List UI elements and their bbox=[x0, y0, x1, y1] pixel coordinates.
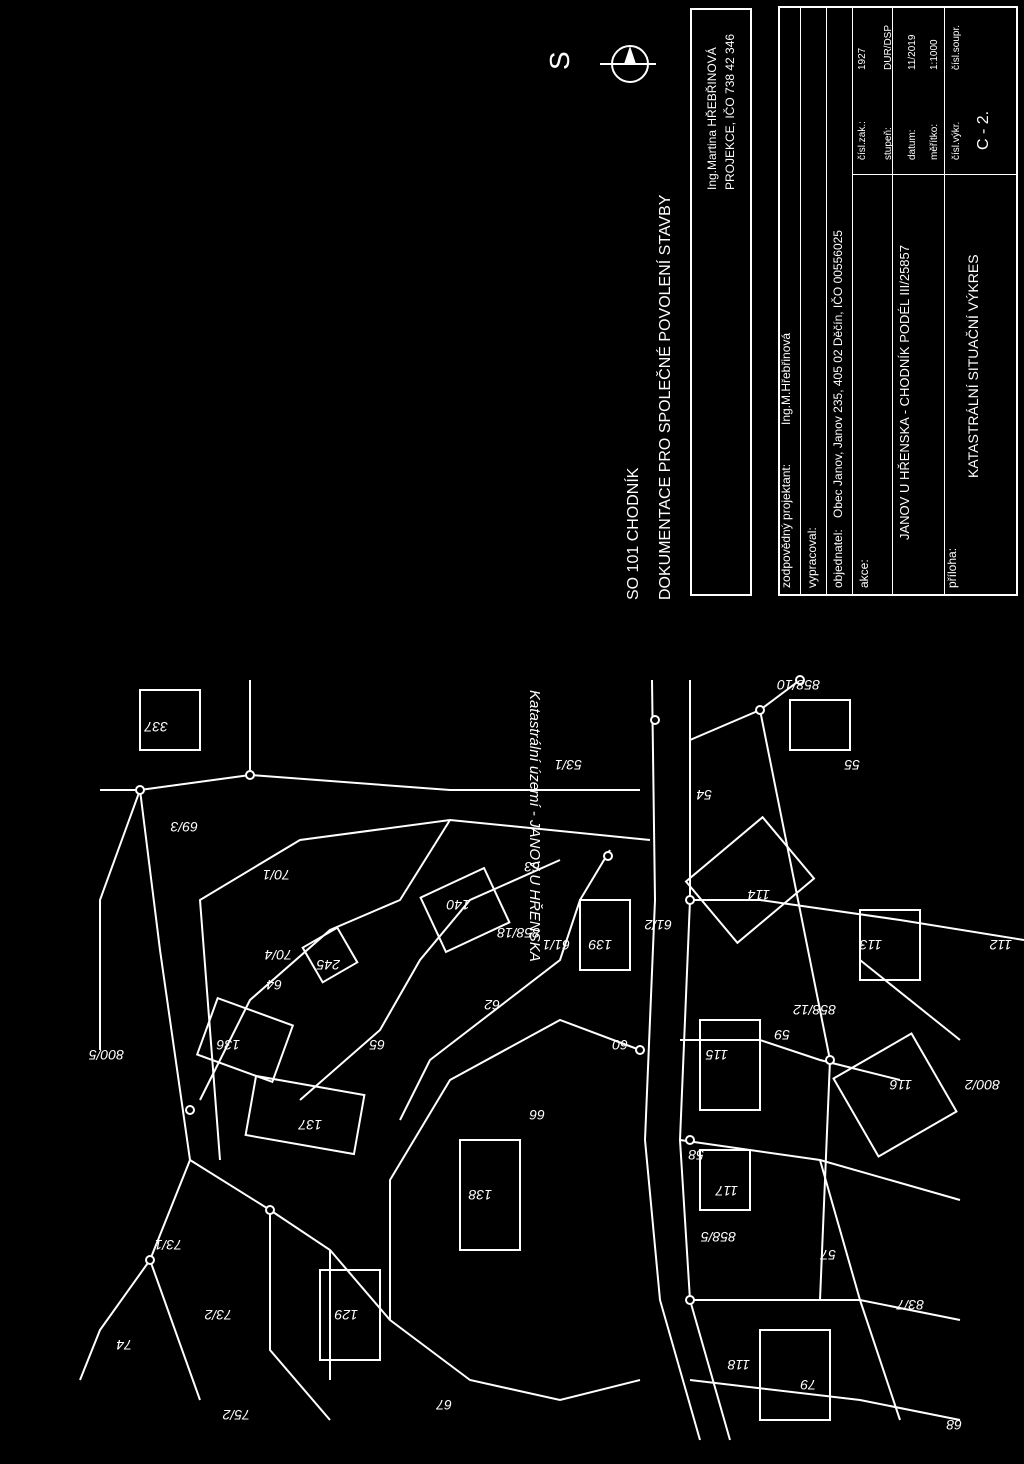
north-arrow-icon bbox=[600, 45, 656, 83]
parcel-number: 117 bbox=[714, 1183, 738, 1199]
parcel-number: 858/12 bbox=[793, 1002, 836, 1018]
parcel-number: 114 bbox=[747, 887, 770, 903]
parcel-number: 858/10 bbox=[777, 677, 820, 693]
parcel-number: 70/1 bbox=[263, 867, 290, 883]
responsible-label: zodpovědný projektant: bbox=[779, 463, 793, 588]
action-value: JANOV U HŘENSKA - CHODNÍK PODÉL III/2585… bbox=[897, 245, 912, 540]
drawing-number: C - 2. bbox=[975, 110, 992, 150]
parcel-number: 65 bbox=[369, 1037, 385, 1053]
project-subtitle: DOKUMENTACE PRO SPOLEČNÉ POVOLENÍ STAVBY bbox=[657, 194, 674, 600]
firm-id: PROJEKCE, IČO 738 42 346 bbox=[723, 33, 737, 190]
parcel-number: 800/5 bbox=[89, 1047, 124, 1063]
meta-value-job: 1927 bbox=[857, 47, 868, 70]
meta-value-stage: DUR/DSP bbox=[883, 24, 894, 70]
parcel-number: 53/1 bbox=[555, 757, 582, 773]
meta-label-scale: měřítko: bbox=[929, 123, 940, 160]
meta-value-set: čísl.soupr. bbox=[951, 24, 962, 70]
parcel-number: 61/1 bbox=[543, 937, 570, 953]
client-value: Obec Janov, Janov 235, 405 02 Děčín, IČO… bbox=[831, 230, 845, 518]
parcel-number: 337 bbox=[143, 719, 168, 735]
cadastre-label: Katastrální území - JANOV U HŘENSKA bbox=[526, 690, 543, 962]
parcel-number: 58 bbox=[688, 1147, 704, 1163]
parcel-number: 115 bbox=[705, 1047, 728, 1063]
attachment-label: příloha: bbox=[945, 547, 959, 588]
parcel-number: 75/2 bbox=[223, 1407, 250, 1423]
parcel-number: 57 bbox=[819, 1247, 836, 1263]
parcel-number: 139 bbox=[588, 937, 612, 953]
parcel-number: 67 bbox=[435, 1397, 452, 1413]
parcel-number: 136 bbox=[216, 1037, 240, 1053]
meta-label-job: čísl.zak.: bbox=[857, 121, 868, 160]
action-label: akce: bbox=[857, 559, 871, 588]
parcel-number: 74 bbox=[116, 1337, 132, 1353]
meta-value-date: 11/2019 bbox=[907, 34, 918, 70]
parcel-number: 245 bbox=[316, 957, 341, 973]
parcel-number: 60 bbox=[612, 1037, 628, 1053]
parcel-number: 59 bbox=[774, 1027, 790, 1043]
meta-value-scale: 1:1000 bbox=[929, 39, 940, 70]
parcel-number: 79 bbox=[800, 1377, 816, 1393]
title-block bbox=[778, 6, 1018, 596]
parcel-number: 61/2 bbox=[645, 917, 672, 933]
parcel-number: 800/2 bbox=[965, 1077, 1000, 1093]
parcel-number: 138 bbox=[468, 1187, 492, 1203]
parcel-number: 73/1 bbox=[155, 1237, 182, 1253]
firm-stamp bbox=[690, 8, 752, 596]
parcel-number: 858/5 bbox=[701, 1229, 736, 1245]
drawn-label: vypracoval: bbox=[805, 527, 819, 588]
parcel-number: 68 bbox=[946, 1417, 962, 1433]
parcel-number: 63 bbox=[524, 859, 540, 875]
parcel-number: 62 bbox=[484, 997, 500, 1013]
meta-label-stage: stupeň: bbox=[883, 127, 894, 160]
parcel-number: 858/18 bbox=[497, 925, 540, 941]
parcel-number: 64 bbox=[266, 977, 282, 993]
responsible-value: Ing.M.Hřebřinová bbox=[779, 332, 793, 425]
parcel-number: 129 bbox=[334, 1307, 358, 1323]
north-label: S bbox=[544, 51, 575, 70]
parcel-number: 140 bbox=[446, 897, 470, 913]
parcel-number: 113 bbox=[859, 937, 882, 953]
client-label: objednatel: bbox=[831, 529, 845, 588]
meta-label-drawing: čísl.výkr. bbox=[951, 121, 962, 160]
parcel-number: 54 bbox=[696, 787, 712, 803]
parcel-number: 116 bbox=[889, 1077, 912, 1093]
attachment-value: KATASTRÁLNÍ SITUAČNÍ VÝKRES bbox=[965, 254, 981, 478]
firm-name: Ing.Martina HŘEBŘINOVÁ bbox=[705, 47, 719, 190]
parcel-number: 73/2 bbox=[205, 1307, 232, 1323]
parcel-number: 137 bbox=[297, 1117, 322, 1133]
parcel-number: 118 bbox=[727, 1357, 750, 1373]
meta-label-date: datum: bbox=[907, 129, 918, 160]
parcel-number: 83/7 bbox=[896, 1297, 924, 1313]
parcel-number: 55 bbox=[844, 757, 860, 773]
parcel-number: 69/3 bbox=[171, 819, 198, 835]
parcel-number: 112 bbox=[989, 937, 1012, 953]
parcel-number: 66 bbox=[529, 1107, 545, 1123]
parcel-number: 70/4 bbox=[265, 947, 292, 963]
project-title: SO 101 CHODNÍK bbox=[625, 467, 642, 600]
